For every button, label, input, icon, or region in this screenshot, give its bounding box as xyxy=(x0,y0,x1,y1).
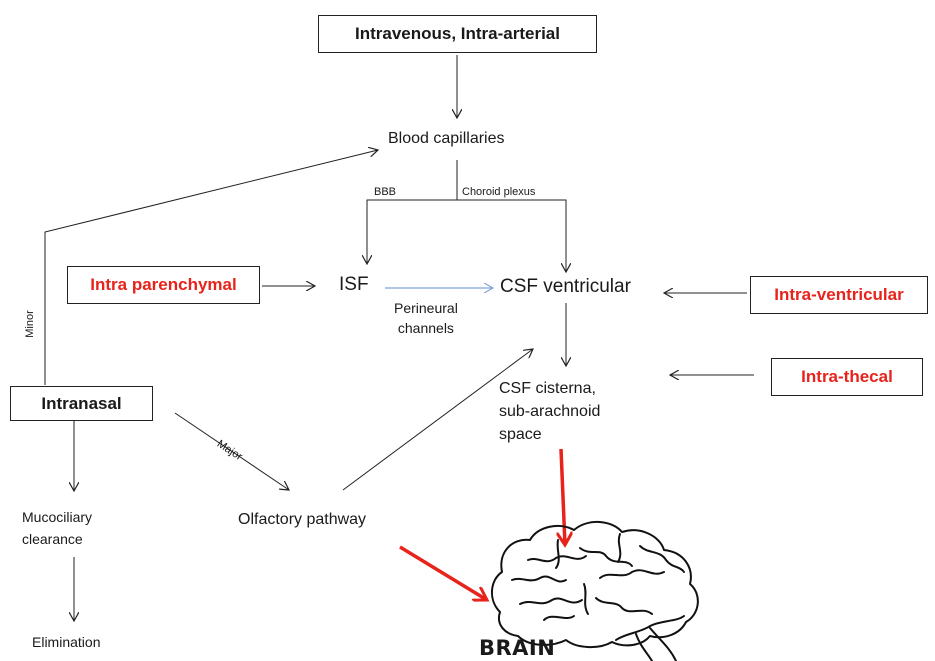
edge-label-bbb: BBB xyxy=(374,186,397,198)
red-arrow-cisterna-to-brain xyxy=(561,448,565,545)
intra-thecal-label: Intra-thecal xyxy=(801,367,893,386)
mucociliary-line1: Mucociliary xyxy=(22,509,93,525)
brain-caption: BRAIN xyxy=(479,636,556,660)
intravenous-intra-arterial-label: Intravenous, Intra-arterial xyxy=(354,24,560,43)
isf-label: ISF xyxy=(339,274,369,295)
intra-thecal-box: Intra-thecal xyxy=(771,358,923,396)
arrow-intranasal-minor xyxy=(44,150,378,385)
csf-cisterna-line3: space xyxy=(499,426,542,443)
blood-capillaries-label: Blood capillaries xyxy=(388,130,505,147)
intra-parenchymal-box: Intra parenchymal xyxy=(67,266,260,304)
csf-cisterna-line1: CSF cisterna, xyxy=(499,380,596,397)
csf-cisterna-label: CSF cisterna, sub-arachnoid space xyxy=(499,377,600,446)
brain-illustration xyxy=(491,521,699,661)
arrow-capillaries-to-csf xyxy=(457,199,566,272)
csf-cisterna-line2: sub-arachnoid xyxy=(499,403,601,420)
edge-label-minor: Minor xyxy=(23,310,36,338)
olfactory-pathway-label: Olfactory pathway xyxy=(238,511,367,528)
intra-parenchymal-label: Intra parenchymal xyxy=(90,275,237,294)
perineural-line2: channels xyxy=(397,320,454,336)
perineural-line1: Perineural xyxy=(394,300,458,316)
red-arrow-olfactory-to-brain xyxy=(399,545,487,600)
mucociliary-line2: clearance xyxy=(22,531,83,547)
edge-label-perineural-channels: Perineural channels xyxy=(394,298,458,338)
arrow-capillaries-to-isf xyxy=(367,160,458,264)
edge-label-choroid-plexus: Choroid plexus xyxy=(462,186,536,198)
intranasal-box: Intranasal xyxy=(10,386,153,421)
intra-ventricular-label: Intra-ventricular xyxy=(774,285,904,304)
intravenous-intra-arterial-box: Intravenous, Intra-arterial xyxy=(318,15,597,53)
arrow-intranasal-major xyxy=(174,412,289,490)
arrow-olfactory-to-csf xyxy=(342,349,533,491)
elimination-label: Elimination xyxy=(32,634,101,650)
mucociliary-clearance-label: Mucociliary clearance xyxy=(22,506,92,550)
csf-ventricular-label: CSF ventricular xyxy=(500,276,631,297)
intra-ventricular-box: Intra-ventricular xyxy=(750,276,928,314)
intranasal-label: Intranasal xyxy=(41,393,122,413)
